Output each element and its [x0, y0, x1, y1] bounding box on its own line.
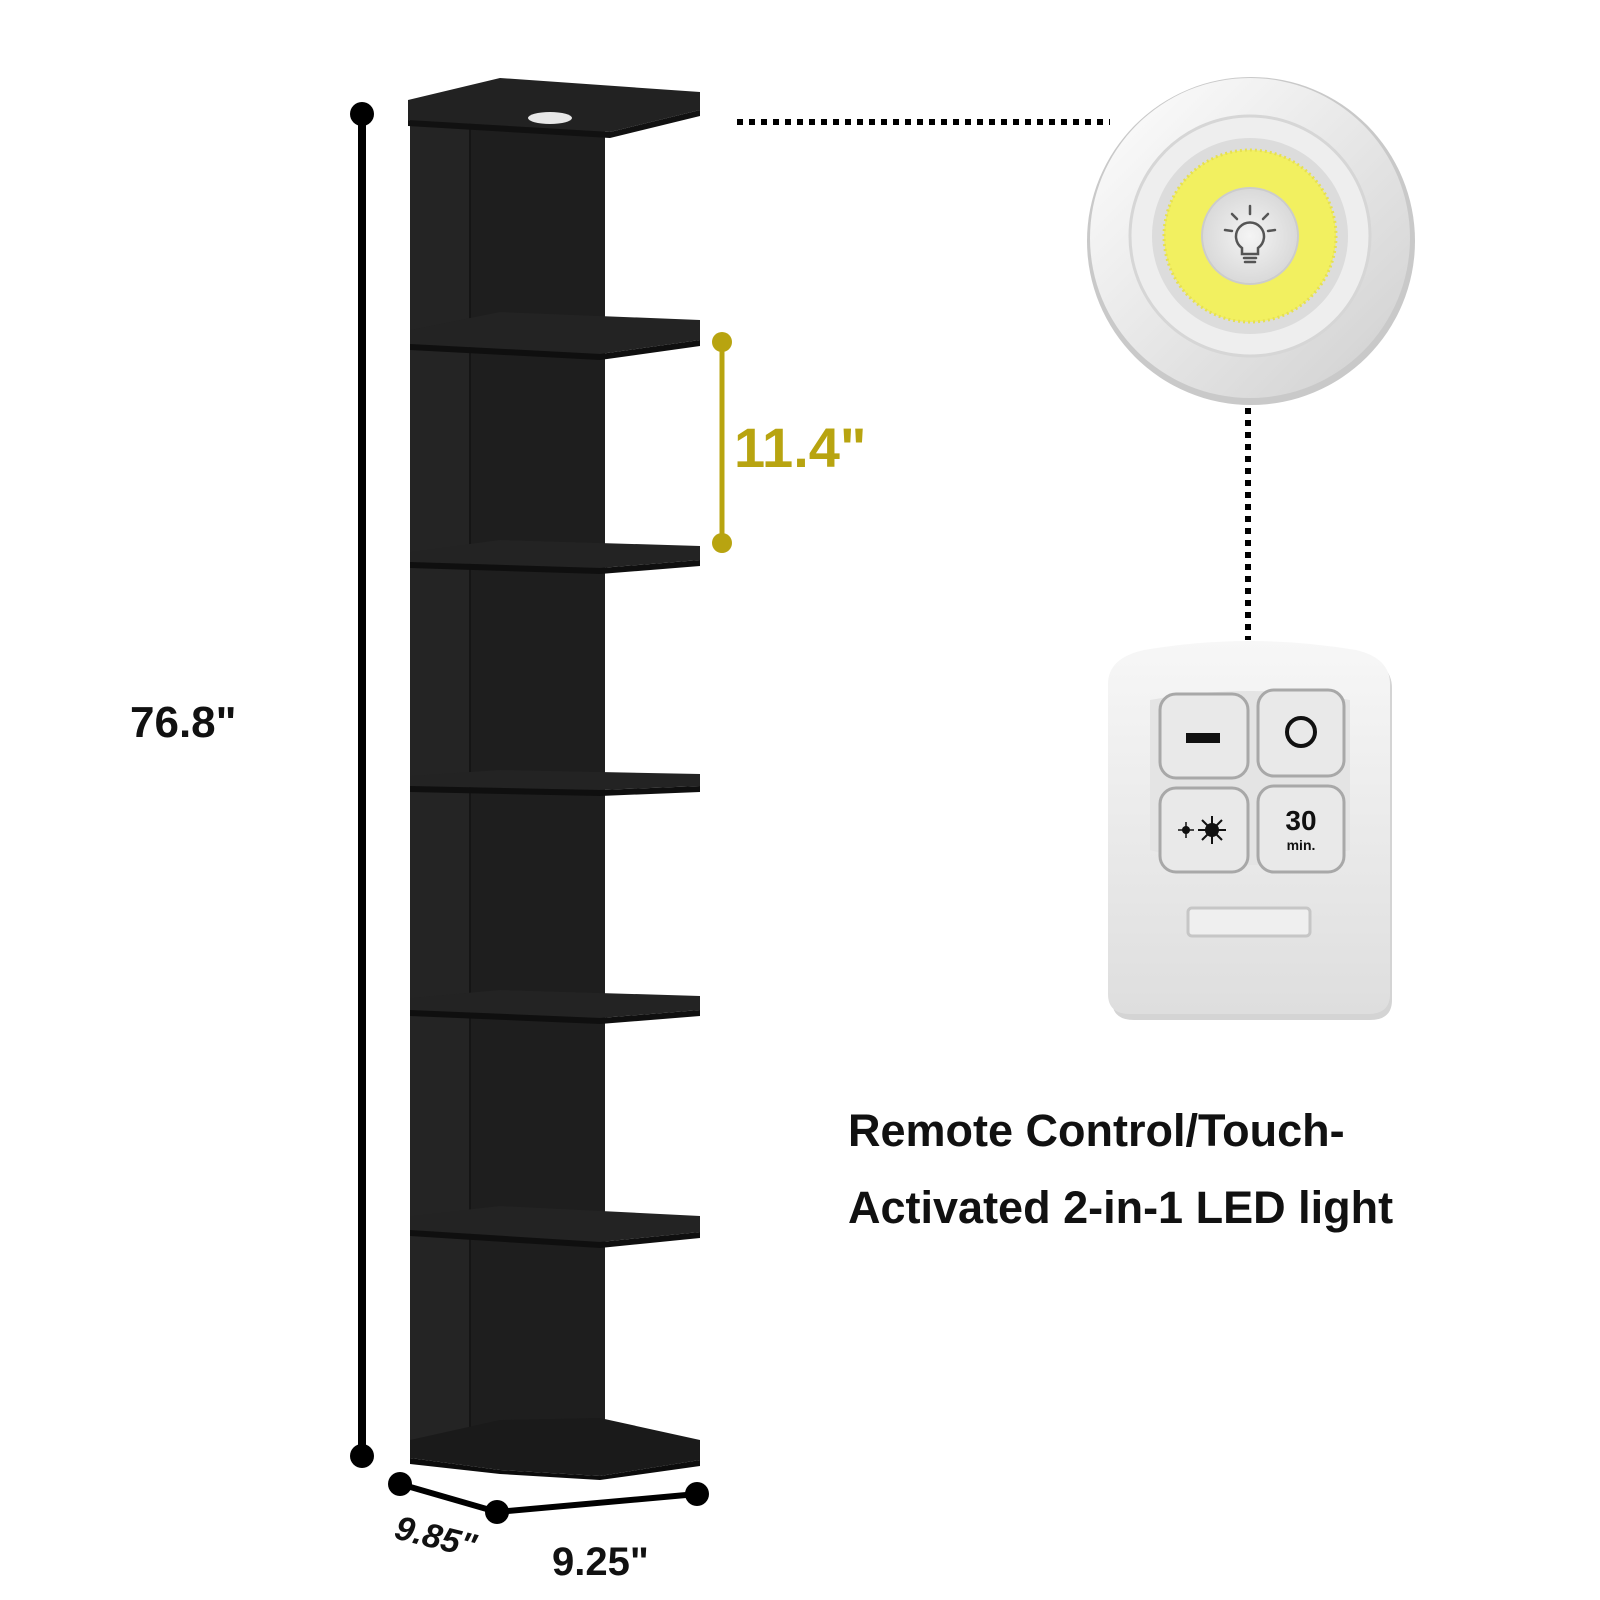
width-label: 9.25" [552, 1540, 649, 1584]
minus-icon [1186, 733, 1220, 743]
shelf-spacing-dimension: 11.4" [712, 332, 866, 553]
shelf-board-4 [410, 990, 700, 1024]
lightbulb-icon [1223, 204, 1277, 264]
remote-timer-button: 30 min. [1256, 784, 1346, 874]
remote-on-button [1256, 688, 1346, 778]
shelf-board-5 [410, 1206, 700, 1248]
shelf-bottom-board [410, 1418, 700, 1480]
caption-line-1: Remote Control/Touch- [848, 1105, 1345, 1156]
timer-value: 30 [1285, 805, 1316, 836]
shelf-board-2 [410, 540, 700, 574]
remote-off-button [1158, 692, 1250, 780]
timer-unit: min. [1287, 837, 1316, 853]
shelf-board-3 [410, 770, 700, 796]
base-dimensions: 9.85" 9.25" [388, 1472, 709, 1584]
shelf-board-1 [410, 312, 700, 360]
brightness-icon [1178, 816, 1226, 844]
remote-battery-slot [1186, 906, 1312, 938]
circle-icon [1285, 716, 1317, 748]
led-light-spot [528, 112, 572, 124]
corner-shelf-unit [408, 78, 700, 1480]
depth-label: 9.85" [391, 1509, 481, 1566]
product-caption: Remote Control/Touch- Activated 2-in-1 L… [848, 1092, 1548, 1246]
caption-line-2: Activated 2-in-1 LED light [848, 1182, 1394, 1233]
remote-brightness-button [1158, 786, 1250, 874]
shelf-spacing-label: 11.4" [734, 416, 866, 479]
height-label: 76.8" [130, 698, 237, 747]
shelf-top-board [408, 78, 700, 132]
height-dimension: 76.8" [130, 102, 374, 1468]
remote-control: 30 min. [1108, 641, 1392, 1020]
led-puck-light [1087, 77, 1415, 405]
